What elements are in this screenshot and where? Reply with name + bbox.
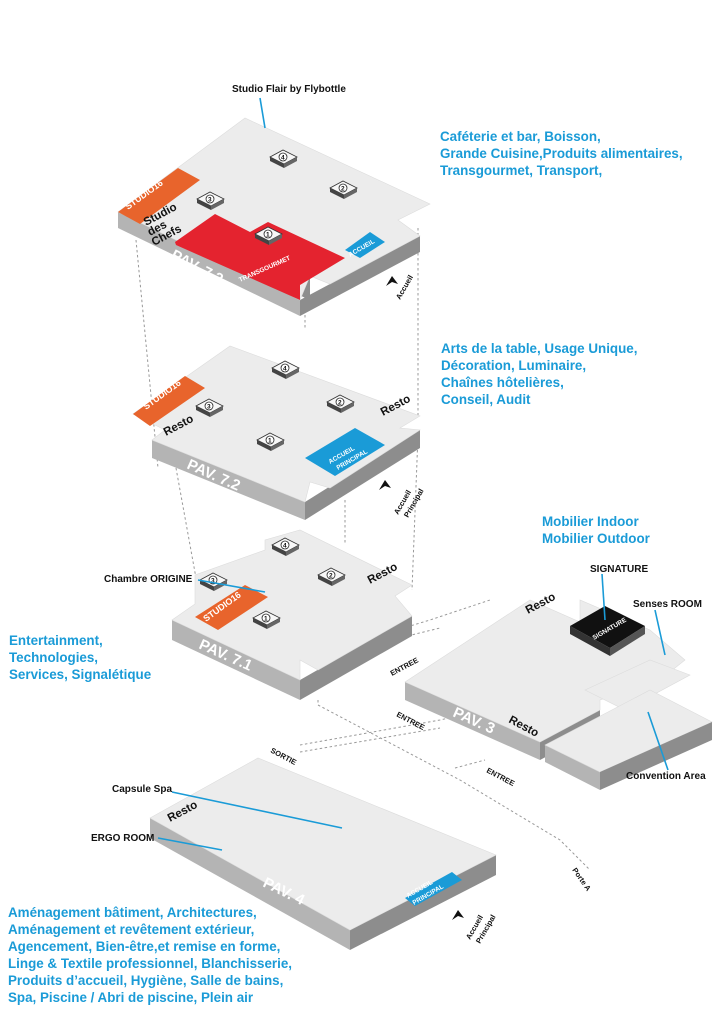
- svg-text:Mobilier Indoor: Mobilier Indoor: [542, 514, 639, 529]
- svg-text:Grande Cuisine,Produits alimen: Grande Cuisine,Produits alimentaires,: [440, 146, 683, 161]
- sectors-71: Entertainment, Technologies, Services, S…: [9, 633, 151, 682]
- stand-2-73[interactable]: 2: [329, 180, 358, 199]
- svg-text:3: 3: [208, 197, 212, 204]
- stand-3-73[interactable]: 3: [196, 191, 225, 210]
- svg-text:3: 3: [207, 404, 211, 411]
- ergo-room-callout: ERGO ROOM: [91, 833, 154, 844]
- signature-callout: SIGNATURE: [590, 564, 648, 575]
- svg-text:2: 2: [338, 400, 342, 407]
- svg-text:Chaînes hôtelières,: Chaînes hôtelières,: [441, 375, 564, 390]
- svg-text:Caféterie et bar, Boisson,: Caféterie et bar, Boisson,: [440, 129, 601, 144]
- sectors-3: Mobilier Indoor Mobilier Outdoor: [542, 514, 651, 546]
- svg-text:1: 1: [268, 438, 272, 445]
- convention-area-callout: Convention Area: [626, 771, 706, 782]
- capsule-spa-callout: Capsule Spa: [112, 784, 172, 795]
- stand-1-73[interactable]: 1: [254, 226, 283, 245]
- stand-4-72[interactable]: 4: [271, 360, 300, 379]
- svg-text:Aménagement et revêtement exté: Aménagement et revêtement extérieur,: [8, 922, 254, 937]
- pavilion-7-1[interactable]: STUDIO16 Resto PAV. 7.1 1 2 3 4: [171, 529, 413, 700]
- sectors-73: Caféterie et bar, Boisson, Grande Cuisin…: [440, 129, 683, 178]
- svg-text:2: 2: [329, 573, 333, 580]
- svg-text:4: 4: [283, 543, 287, 550]
- sectors-4: Aménagement bâtiment, Architectures, Amé…: [8, 905, 292, 1005]
- svg-text:Mobilier Outdoor: Mobilier Outdoor: [542, 531, 651, 546]
- svg-text:3: 3: [211, 578, 215, 585]
- svg-text:1: 1: [264, 616, 268, 623]
- entree-label-2: ENTREE: [395, 710, 426, 732]
- svg-text:Produits d’accueil, Hygiène, S: Produits d’accueil, Hygiène, Salle de ba…: [8, 973, 283, 988]
- svg-text:Spa, Piscine / Abri de piscine: Spa, Piscine / Abri de piscine, Plein ai…: [8, 990, 254, 1005]
- svg-text:Aménagement bâtiment, Architec: Aménagement bâtiment, Architectures,: [8, 905, 257, 920]
- svg-text:Services, Signalétique: Services, Signalétique: [9, 667, 151, 682]
- stand-1-71[interactable]: 1: [252, 610, 281, 629]
- senses-room-callout: Senses ROOM: [633, 599, 702, 610]
- pavilion-3[interactable]: SIGNATURE Resto Resto PAV. 3: [404, 591, 713, 790]
- svg-text:Agencement, Bien-être,et remis: Agencement, Bien-être,et remise en forme…: [8, 939, 280, 954]
- svg-text:Linge & Textile professionnel,: Linge & Textile professionnel, Blanchiss…: [8, 956, 292, 971]
- accueil-arrow-73: Accueil: [394, 273, 415, 301]
- svg-text:Conseil, Audit: Conseil, Audit: [441, 392, 531, 407]
- porte-a-label: Porte A: [570, 866, 593, 893]
- svg-text:Décoration, Luminaire,: Décoration, Luminaire,: [441, 358, 586, 373]
- svg-text:Arts de la table, Usage Unique: Arts de la table, Usage Unique,: [441, 341, 637, 356]
- studio-flair-callout: Studio Flair by Flybottle: [232, 84, 346, 95]
- entree-label-3: ENTREE: [485, 766, 516, 788]
- entree-label-1: ENTREE: [389, 656, 420, 678]
- stand-2-72[interactable]: 2: [326, 394, 355, 413]
- svg-text:4: 4: [283, 366, 287, 373]
- svg-text:4: 4: [281, 155, 285, 162]
- svg-text:2: 2: [341, 186, 345, 193]
- level-connectors: [135, 228, 419, 601]
- svg-text:Technologies,: Technologies,: [9, 650, 98, 665]
- stand-1-72[interactable]: 1: [256, 432, 285, 451]
- stand-3-72[interactable]: 3: [195, 398, 224, 417]
- sortie-label: SORTIE: [269, 746, 298, 767]
- svg-text:Entertainment,: Entertainment,: [9, 633, 103, 648]
- svg-text:1: 1: [266, 232, 270, 239]
- stand-4-73[interactable]: 4: [269, 149, 298, 168]
- pavilion-7-3[interactable]: STUDIO16 TRANSGOURMET ACCUEIL Studio des…: [117, 117, 431, 316]
- sectors-72: Arts de la table, Usage Unique, Décorati…: [441, 341, 637, 407]
- svg-text:Transgourmet, Transport,: Transgourmet, Transport,: [440, 163, 602, 178]
- stand-2-71[interactable]: 2: [317, 567, 346, 586]
- stand-4-71[interactable]: 4: [271, 537, 300, 556]
- chambre-origine-callout: Chambre ORIGINE: [104, 574, 193, 585]
- callout-lines: [157, 97, 669, 851]
- pavilion-7-2[interactable]: STUDIO16 ACCUEIL PRINCIPAL Resto Resto P…: [132, 345, 426, 520]
